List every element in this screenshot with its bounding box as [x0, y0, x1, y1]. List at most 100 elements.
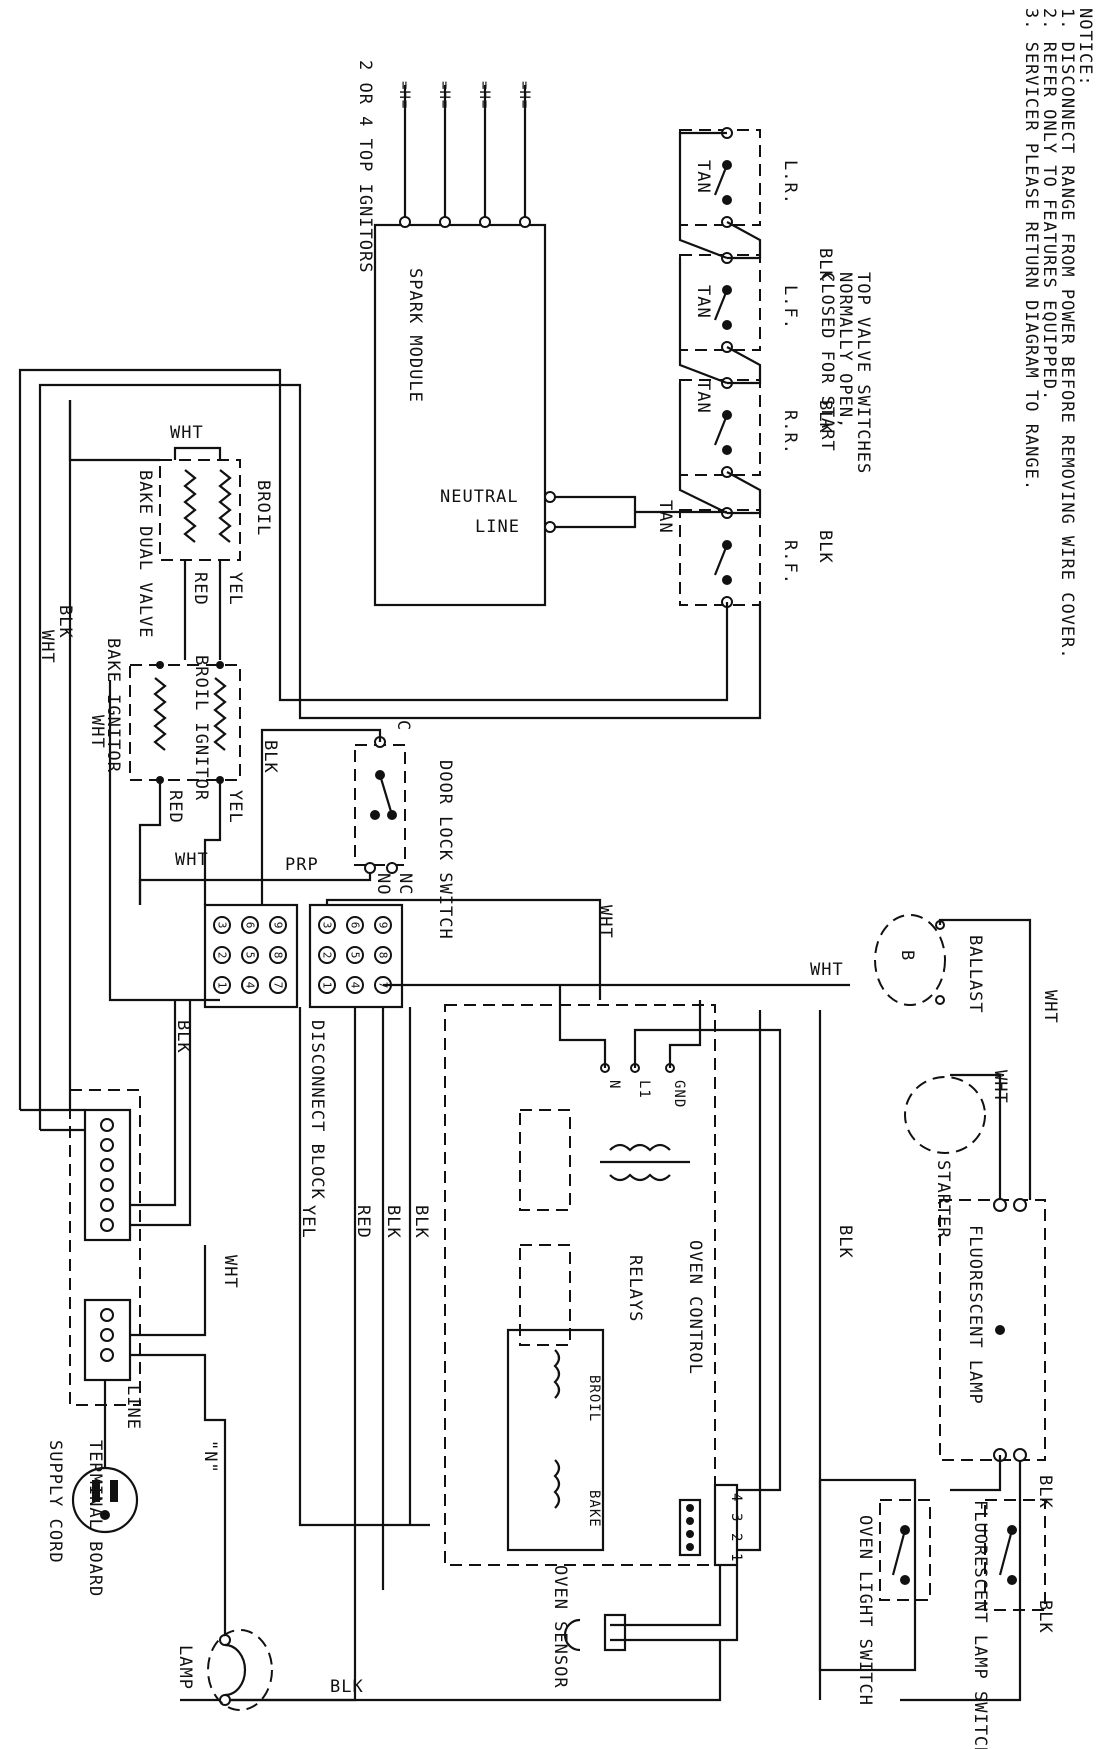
fluorescent-lamp-label: FLUORESCENT LAMP: [965, 1225, 985, 1405]
ignitor-box: [129, 664, 241, 781]
oven-light-switch-box: [879, 1499, 931, 1601]
svg-text:=H=: =H=: [476, 81, 492, 109]
ctrl-pin-2: 2: [728, 1533, 744, 1542]
door-lock-nc: NC: [395, 873, 415, 895]
dual-valve: WHT BROIL BAKE DUAL VALVE RED YEL: [135, 423, 273, 660]
left-wht-label-1: WHT: [37, 630, 57, 664]
block-pin-left-7: 7: [272, 982, 285, 989]
switch-blk-3: BLK: [815, 530, 835, 564]
switch-blk-1: BLK: [815, 248, 835, 282]
relay-bake-label: BAKE: [586, 1490, 602, 1528]
ballast-label: BALLAST: [965, 935, 985, 1014]
broil-ignitor-label: BROIL IGNITOR: [191, 655, 211, 801]
block-wht-label: WHT: [175, 850, 209, 870]
ctrl-pin-4: 4: [728, 1493, 744, 1502]
tan-wire-label: TAN: [655, 500, 675, 534]
svg-text:=H=: =H=: [516, 81, 532, 109]
n-quote-label: "N": [200, 1440, 220, 1474]
switch-blk-2: BLK: [815, 400, 835, 434]
notice-line-1: 1. DISCONNECT RANGE FROM POWER BEFORE RE…: [1057, 8, 1077, 660]
spark-module-box: [373, 223, 547, 607]
oven-sensor: OVEN SENSOR: [550, 1565, 739, 1689]
ctrl-pin-3: 3: [728, 1513, 744, 1522]
block-pin-left-3: 3: [216, 922, 229, 929]
switch-rr-tan: TAN: [693, 380, 713, 414]
tb-blk-label: BLK: [173, 1020, 193, 1054]
top-valve-line-3: CLOSED FOR START: [817, 272, 837, 452]
block-pin-left-4: 4: [244, 982, 257, 989]
fluorescent-lamp: FLUORESCENT LAMP: [939, 1198, 1046, 1492]
door-lock-box: [354, 744, 406, 866]
ctrl-n: N: [606, 1080, 622, 1089]
valve-yel-label: YEL: [225, 572, 245, 606]
oven-control-box: [444, 1004, 716, 1566]
block-pin-right-2: 2: [321, 952, 334, 959]
fl-switch-box: [984, 1499, 1046, 1611]
svg-text:=H=: =H=: [396, 81, 412, 109]
lamp-outline: [207, 1629, 273, 1711]
ctrl-connector: [713, 1483, 739, 1567]
spark-module: SPARK MODULE NEUTRAL LINE TAN =H= =H= =H…: [355, 60, 727, 607]
relays-box: [506, 1328, 605, 1552]
blk-label-2: BLK: [411, 1205, 431, 1239]
display-window-1: [519, 1109, 571, 1211]
block-pin-left-5: 5: [244, 952, 257, 959]
top-valve-switches: L.R. TAN L.F. TAN R.R. TAN R.F. BLK BLK …: [678, 127, 835, 608]
fl-switch-blk-label: BLK: [1035, 1600, 1055, 1634]
display-window-2: [519, 1244, 571, 1346]
oven-control-label: OVEN CONTROL: [685, 1240, 705, 1375]
spark-line-label: LINE: [475, 517, 520, 537]
bottom-blk-label: BLK: [330, 1677, 364, 1697]
relays-label: RELAYS: [625, 1255, 645, 1322]
block-pin-right-6: 6: [349, 922, 362, 929]
ballast-wht: WHT: [810, 960, 844, 980]
starter-outline: [904, 1076, 986, 1154]
oven-light-switch-label: OVEN LIGHT SWITCH: [855, 1515, 875, 1706]
oven-control: OVEN CONTROL RELAYS N L1 GND BROIL BAKE …: [444, 1004, 744, 1567]
block-top-wht: WHT: [595, 905, 615, 939]
ignitors-label: 2 OR 4 TOP IGNITORS: [355, 60, 375, 273]
block-pin-right-9: 9: [377, 922, 390, 929]
ctrl-pin-1: 1: [728, 1553, 744, 1562]
fluorescent-lamp-switch: FLUORESCENT LAMP SWITCH: [970, 1499, 1046, 1749]
valve-red-label: RED: [190, 572, 210, 606]
bake-ignitor-label: BAKE IGNITOR: [103, 638, 123, 773]
tb-wht-label: WHT: [220, 1255, 240, 1289]
top-valve-line-2: NORMALLY OPEN,: [835, 272, 855, 429]
supply-cord-label: SUPPLY CORD: [45, 1440, 65, 1564]
block-pin-left-2: 2: [216, 952, 229, 959]
notice-block: NOTICE: 1. DISCONNECT RANGE FROM POWER B…: [1021, 8, 1095, 660]
svg-text:=H=: =H=: [436, 81, 452, 109]
prp-label: PRP: [285, 855, 319, 875]
left-blk-label: BLK: [55, 605, 75, 639]
block-pin-right-1: 1: [321, 982, 334, 989]
ballast: B BALLAST WHT: [874, 914, 1060, 1200]
oven-lamp: LAMP: [175, 1629, 273, 1711]
ctrl-gnd: GND: [671, 1080, 687, 1108]
light-blk-label: BLK: [835, 1225, 855, 1259]
oven-sensor-label: OVEN SENSOR: [550, 1565, 570, 1689]
top-valve-note: TOP VALVE SWITCHES NORMALLY OPEN, CLOSED…: [817, 272, 873, 474]
relay-broil-label: BROIL: [586, 1375, 602, 1422]
fluorescent-lamp-box: [939, 1199, 1046, 1461]
left-wht-label-2: WHT: [87, 715, 107, 749]
fl-blk-label: BLK: [1035, 1475, 1055, 1509]
block-pin-right-3: 3: [321, 922, 334, 929]
disconnect-block-label: DISCONNECT BLOCK: [307, 1020, 327, 1200]
oven-ignitors: BROIL IGNITOR BAKE IGNITOR RED YEL: [103, 638, 245, 905]
terminal-line-label: LINE: [123, 1385, 143, 1430]
notice-line-3: 3. SERVICER PLEASE RETURN DIAGRAM TO RAN…: [1021, 8, 1041, 491]
switch-rr-box: [679, 379, 761, 476]
notice-line-2: 2. REFER ONLY TO FEATURES EQUIPPED.: [1039, 8, 1059, 401]
starter: STARTER WHT: [904, 1070, 1010, 1239]
block-pin-left-1: 1: [216, 982, 229, 989]
block-pin-left-9: 9: [272, 922, 285, 929]
door-lock-switch: DOOR LOCK SWITCH C NC NO BLK PRP: [260, 720, 455, 940]
ballast-outline: [874, 914, 946, 1006]
door-lock-blk: BLK: [260, 740, 280, 774]
disconnect-block-left: [203, 903, 299, 1009]
disconnect-block-right: [308, 903, 404, 1009]
block-pin-right-4: 4: [349, 982, 362, 989]
switch-lf-tan: TAN: [693, 285, 713, 319]
